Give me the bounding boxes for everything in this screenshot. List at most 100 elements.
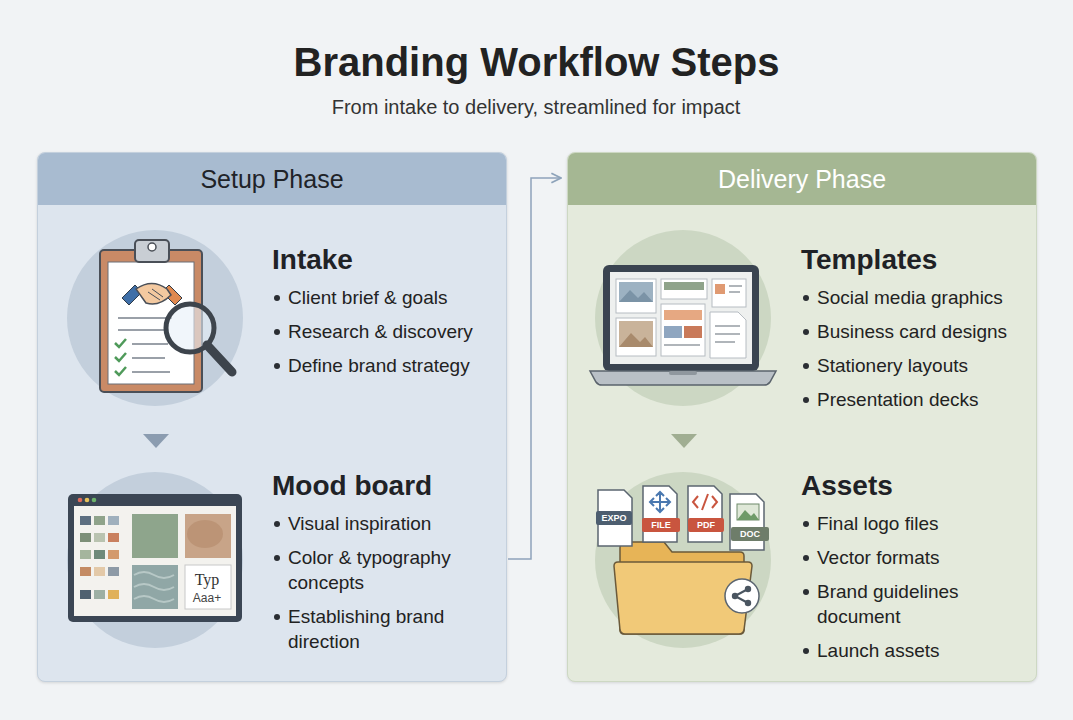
bullet-dot [803, 363, 809, 369]
templates-illustration-part [616, 279, 656, 313]
bullet-text: Presentation decks [817, 389, 979, 410]
bullet-item: Business card designs [801, 319, 1032, 344]
bullet-dot [803, 555, 809, 561]
templates-illustration-part [590, 371, 776, 385]
moodboard-illustration-part [80, 590, 91, 599]
bullet-item: Brand guidelines document [801, 579, 1032, 629]
templates-illustration-part [595, 230, 771, 406]
assets-illustration-part [595, 472, 771, 648]
step-text: Mood boardVisual inspirationColor & typo… [272, 469, 502, 663]
templates-illustration [590, 230, 776, 406]
moodboard-illustration-part [94, 516, 105, 525]
intake-illustration-part [132, 357, 165, 359]
step-heading: Assets [801, 469, 1031, 503]
bullet-text: Color & typography concepts [288, 547, 451, 593]
templates-illustration-part [610, 272, 752, 364]
bullet-dot [274, 555, 280, 561]
templates-illustration-part [710, 312, 746, 358]
moodboard-illustration-part [80, 550, 91, 559]
intake-illustration-part [122, 285, 142, 305]
intake-illustration-part [118, 329, 165, 331]
moodboard-illustration-part [94, 533, 105, 542]
templates-illustration-part [715, 284, 725, 294]
flow-triangle [671, 434, 697, 448]
bullet-text: Research & discovery [288, 321, 473, 342]
templates-illustration-part [661, 279, 707, 299]
bullet-item: Presentation decks [801, 387, 1032, 412]
bullet-text: Client brief & goals [288, 287, 447, 308]
bullet-item: Visual inspiration [272, 511, 503, 536]
intake-illustration-part [115, 353, 126, 361]
assets-illustration-part [688, 518, 724, 532]
assets-illustration-part [642, 518, 680, 532]
bullet-dot [803, 589, 809, 595]
intake-illustration-part [132, 371, 170, 373]
step-heading: Mood board [272, 469, 502, 503]
intake-illustration-part [115, 339, 126, 347]
templates-illustration-part [715, 325, 740, 327]
flow-triangle [143, 434, 169, 448]
intake-illustration-part [135, 240, 169, 262]
flow-arrow [508, 178, 561, 559]
type-sample: Aaa+ [193, 592, 221, 604]
templates-illustration-part [661, 304, 705, 356]
templates-illustration-part [616, 318, 656, 356]
bullet-text: Define brand strategy [288, 355, 470, 376]
assets-illustration-part [693, 494, 717, 510]
step-heading: Templates [801, 243, 1031, 277]
intake-illustration-part [108, 262, 194, 384]
bullet-dot [274, 295, 280, 301]
diagram-title: Branding Workflow Steps [0, 38, 1073, 86]
bullet-dot [803, 397, 809, 403]
intake-illustration-part [67, 230, 243, 406]
phase-heading: Setup Phase [38, 153, 506, 205]
step-block: Mood boardVisual inspirationColor & typo… [38, 448, 507, 682]
type-sample: Typ [195, 572, 220, 588]
assets-illustration-part [737, 504, 759, 520]
assets-illustration-part [598, 490, 632, 546]
bullet-item: Establishing brand direction [272, 604, 503, 654]
file-tag: DOC [740, 530, 760, 539]
templates-illustration-part [712, 279, 746, 307]
assets-illustration-part [614, 562, 752, 634]
templates-illustration-part [715, 341, 735, 343]
assets-illustration-part [730, 494, 764, 550]
templates-illustration-part [684, 326, 702, 338]
bullet-item: Stationery layouts [801, 353, 1032, 378]
templates-illustration-part [664, 310, 702, 320]
phase-panel: Delivery PhaseTemplatesSocial media grap… [567, 152, 1037, 682]
bullet-text: Vector formats [817, 547, 940, 568]
bullet-item: Define brand strategy [272, 353, 503, 378]
subtitle: From intake to delivery, streamlined for… [332, 97, 741, 117]
moodboard-illustration-part [80, 533, 91, 542]
assets-illustration-part [745, 586, 751, 592]
moodboard-illustration-part [80, 567, 91, 576]
templates-illustration-part [619, 321, 653, 347]
step-block: TemplatesSocial media graphicsBusiness c… [568, 205, 1037, 434]
assets-illustration-part [596, 511, 632, 525]
bullet-item: Final logo files [801, 511, 1032, 536]
file-tag: FILE [651, 521, 671, 530]
bullet-text: Launch assets [817, 640, 940, 661]
moodboard-illustration-part [108, 590, 119, 599]
assets-illustration-part [650, 492, 670, 512]
assets-illustration-part [745, 600, 751, 606]
assets-illustration-part [731, 527, 769, 541]
moodboard-illustration-part [132, 514, 178, 558]
bullet-dot [803, 329, 809, 335]
moodboard-illustration-part [85, 498, 90, 503]
intake-illustration-part [136, 284, 171, 305]
bullet-dot [803, 521, 809, 527]
moodboard-illustration-part [185, 514, 231, 558]
assets-illustration-part [725, 579, 759, 613]
bullet-text: Social media graphics [817, 287, 1003, 308]
step-block: IntakeClient brief & goalsResearch & dis… [38, 205, 507, 434]
phase-panel: Setup PhaseIntakeClient brief & goalsRes… [37, 152, 507, 682]
bullet-text: Brand guidelines document [817, 581, 959, 627]
bullet-text: Final logo files [817, 513, 938, 534]
moodboard-illustration-part [92, 498, 97, 503]
bullet-text: Establishing brand direction [288, 606, 444, 652]
